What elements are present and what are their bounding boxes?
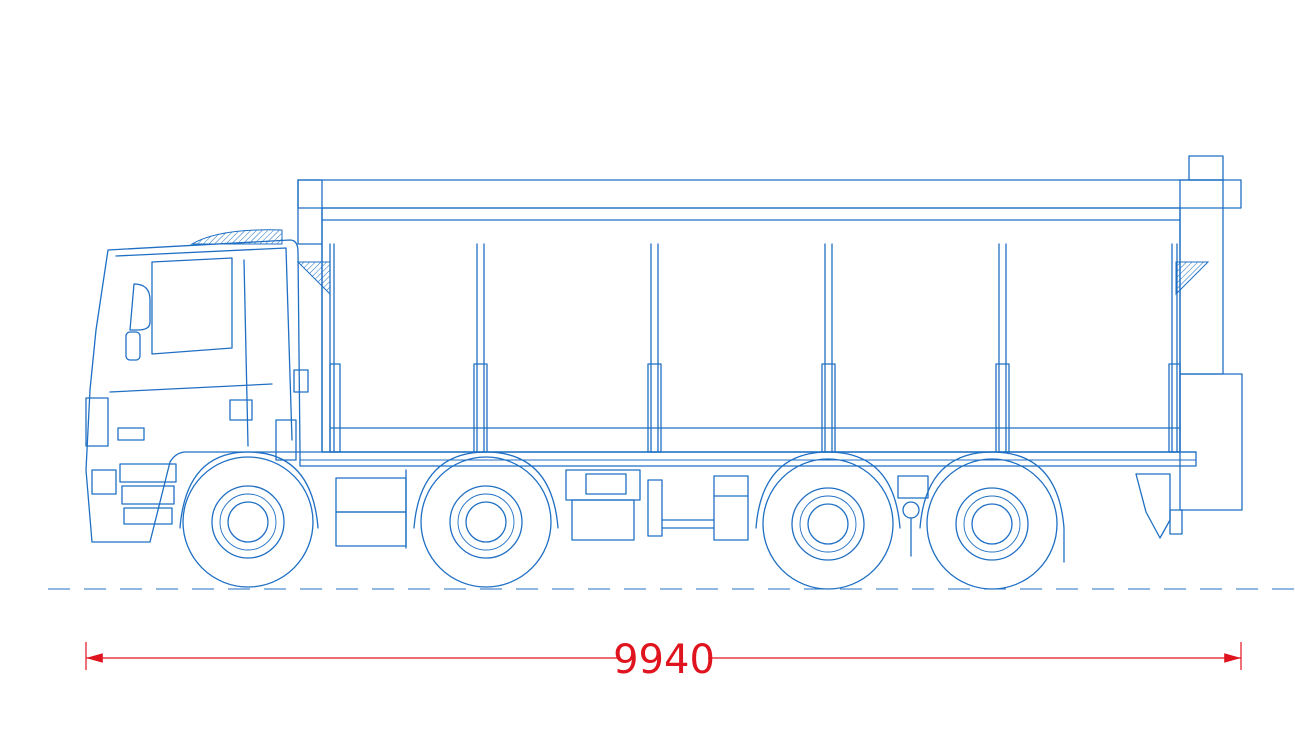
stanchion: [995, 243, 1010, 453]
overall-length-label: 9940: [613, 637, 715, 683]
wheel-second: [413, 451, 559, 588]
overall-length-dimension: 9940: [85, 637, 1242, 683]
stanchion: [473, 243, 488, 453]
cab: [85, 229, 309, 543]
wheel-rear: [919, 451, 1065, 590]
tipper-body: [296, 155, 1243, 511]
wheel-front: [179, 451, 319, 588]
wheel-third: [755, 451, 901, 590]
stanchion: [647, 243, 662, 453]
stanchion: [821, 243, 836, 453]
stanchion: [329, 243, 341, 453]
side-stanchions: [329, 243, 1181, 453]
chassis-frame: [299, 451, 1197, 557]
